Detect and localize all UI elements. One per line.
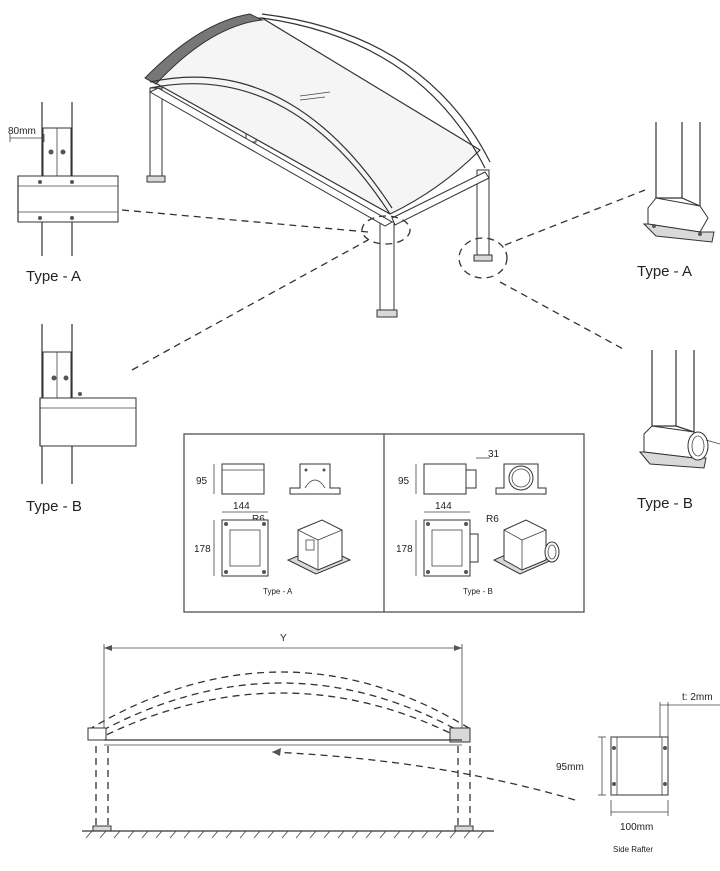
leader-line [131,239,369,371]
base-plate [376,309,398,318]
detail-type-a-left: 80mm [8,102,119,256]
label-type-b-right: Type - B [637,495,693,512]
detail-circle-a [361,215,411,245]
rafter-right [261,17,486,169]
rafter-caption: Side Rafter [613,845,653,854]
label-type-a-left: Type - A [26,268,81,285]
dim-depth-b: 178 [396,544,413,555]
dim-radius-b: R6 [486,514,499,525]
ground-hatch [85,830,485,839]
arch-outer [87,671,473,731]
dim-width-a: 144 [233,501,250,512]
rafter-left-inner [149,76,393,209]
rafter-height: 95mm [556,762,584,773]
dim-height-a: 95 [196,476,208,487]
rafter-right-inner [261,13,491,163]
label-type-a-right: Type - A [637,263,692,280]
canopy-isometric-view [144,13,508,318]
front-elevation: Y [82,633,576,839]
detail-type-b-right [638,350,720,469]
rafter-width: 100mm [620,822,653,833]
base-plate [146,175,166,183]
caption-type-b: Type - B [463,587,493,596]
base-type-a-panel: 95 144 R6 178 Type - A [194,463,352,596]
detail-type-a-right [642,122,715,243]
side-beam-left [148,87,394,227]
rafter-thickness: t: 2mm [682,692,713,703]
roof-note [299,96,326,101]
leader-side-rafter [271,751,576,801]
rafter-left [149,83,391,215]
dimension-80mm: 80mm [8,126,36,137]
roof-back-edge [144,13,264,85]
caption-type-a: Type - A [263,587,293,596]
leader-line [504,189,646,246]
leader-line [121,209,369,233]
detail-circle-b [458,237,508,279]
dim-offset-b: 31 [488,449,500,460]
base-plate [473,254,493,262]
leader-line [499,281,626,351]
label-type-b-left: Type - B [26,498,82,515]
span-label: Y [280,633,287,644]
detail-type-b-left [39,324,137,484]
post-back-left [149,87,163,181]
roof-note [299,91,331,97]
base-detail-box: 95 144 R6 178 Type - A [183,433,585,613]
front-beam [391,171,490,226]
arch-inner [95,692,465,741]
arch-middle [91,682,469,737]
dim-width-b: 144 [435,501,452,512]
post-front-left [379,221,395,315]
side-rafter-detail: t: 2mm 95mm 100mm Side Rafter [556,692,720,854]
dim-height-b: 95 [398,476,410,487]
dim-depth-a: 178 [194,544,211,555]
base-type-b-panel: 95 31 144 R6 178 Type - B [396,449,560,596]
